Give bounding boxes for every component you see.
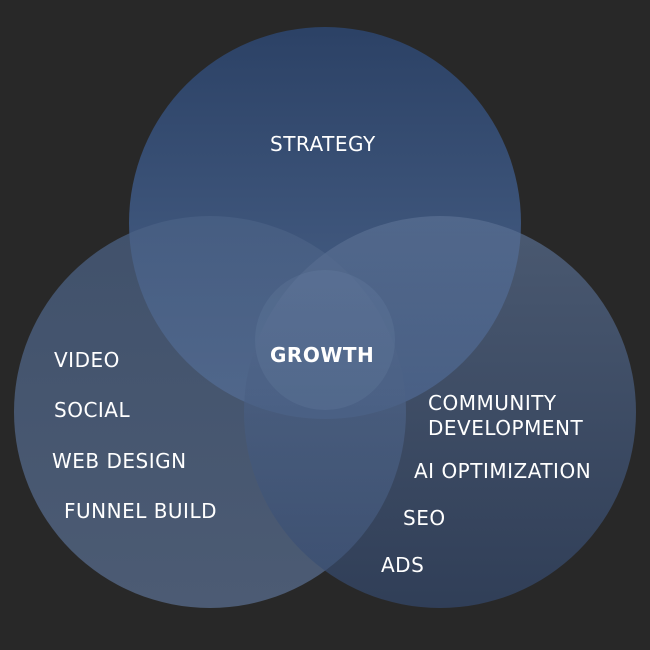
label-community-development: COMMUNITY DEVELOPMENT: [428, 391, 584, 440]
label-ads: ADS: [381, 553, 425, 577]
label-strategy: STRATEGY: [270, 132, 376, 156]
label-ai-optimization: AI OPTIMIZATION: [414, 459, 592, 483]
label-video: VIDEO: [54, 348, 120, 372]
label-web-design: WEB DESIGN: [52, 449, 187, 473]
label-funnel-build: FUNNEL BUILD: [64, 499, 218, 523]
circle-right: [244, 216, 636, 608]
label-social: SOCIAL: [54, 398, 131, 422]
label-seo: SEO: [403, 506, 446, 530]
label-growth-center: GROWTH: [270, 343, 375, 367]
center-highlight: [255, 270, 395, 410]
